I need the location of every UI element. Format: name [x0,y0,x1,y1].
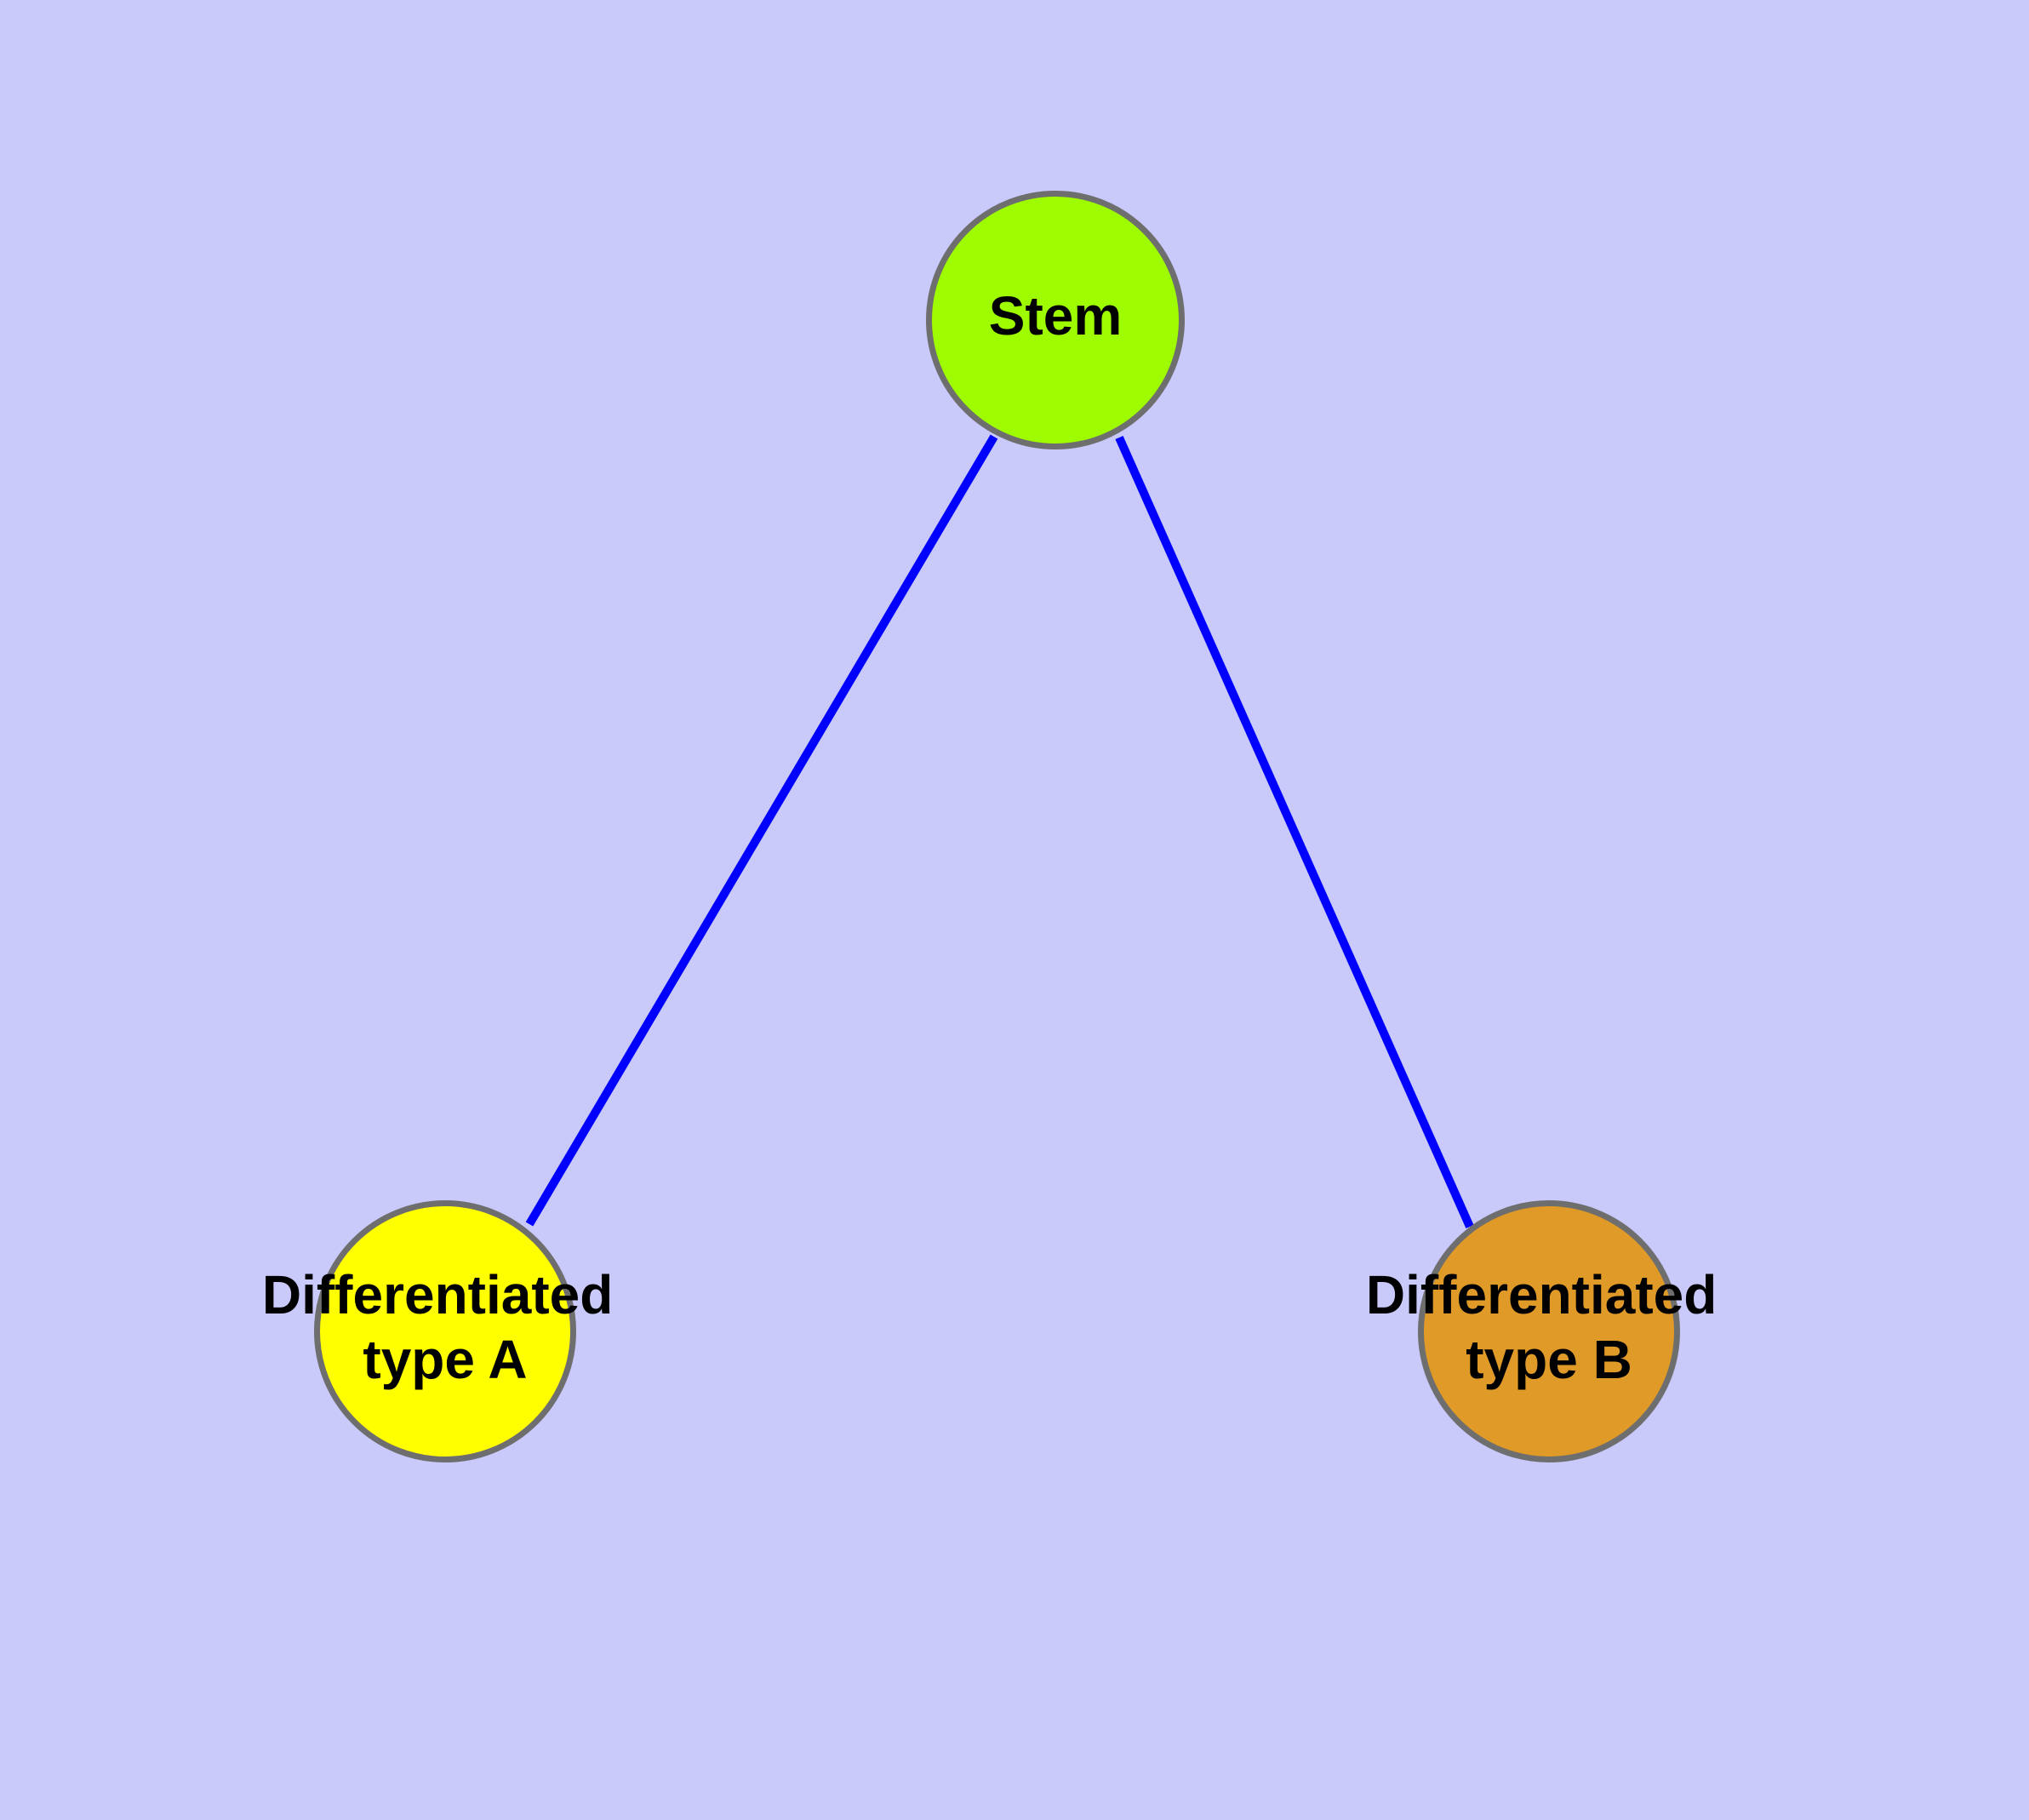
node-stem-label-line-1: Stem [989,285,1123,346]
node-stem[interactable]: Stem [926,191,1185,449]
node-differentiated-type-b-label-line-2: type B [1466,1329,1632,1390]
node-differentiated-type-b-circle[interactable] [1418,1200,1680,1462]
nodes-group: Stem Differentiated type A Differentiate… [262,191,1732,1462]
node-differentiated-type-a-label-line-1: Differentiated [262,1264,614,1325]
node-differentiated-type-b-label: Differentiated type B [1366,1264,1732,1390]
node-differentiated-type-b-label-line-1: Differentiated [1366,1264,1718,1325]
node-stem-label: Stem [989,285,1123,346]
node-differentiated-type-a-label: Differentiated type A [262,1264,628,1390]
node-stem-circle[interactable] [926,191,1185,449]
node-differentiated-type-a-circle[interactable] [314,1200,576,1462]
node-differentiated-type-a[interactable]: Differentiated type A [262,1200,628,1462]
edge-stem-to-differentiated-type-a[interactable] [525,434,998,1227]
node-differentiated-type-a-label-line-2: type A [363,1329,527,1390]
edges-group [525,434,1474,1229]
node-differentiated-type-b[interactable]: Differentiated type B [1366,1200,1732,1462]
edge-stem-to-differentiated-type-b[interactable] [1115,435,1474,1229]
